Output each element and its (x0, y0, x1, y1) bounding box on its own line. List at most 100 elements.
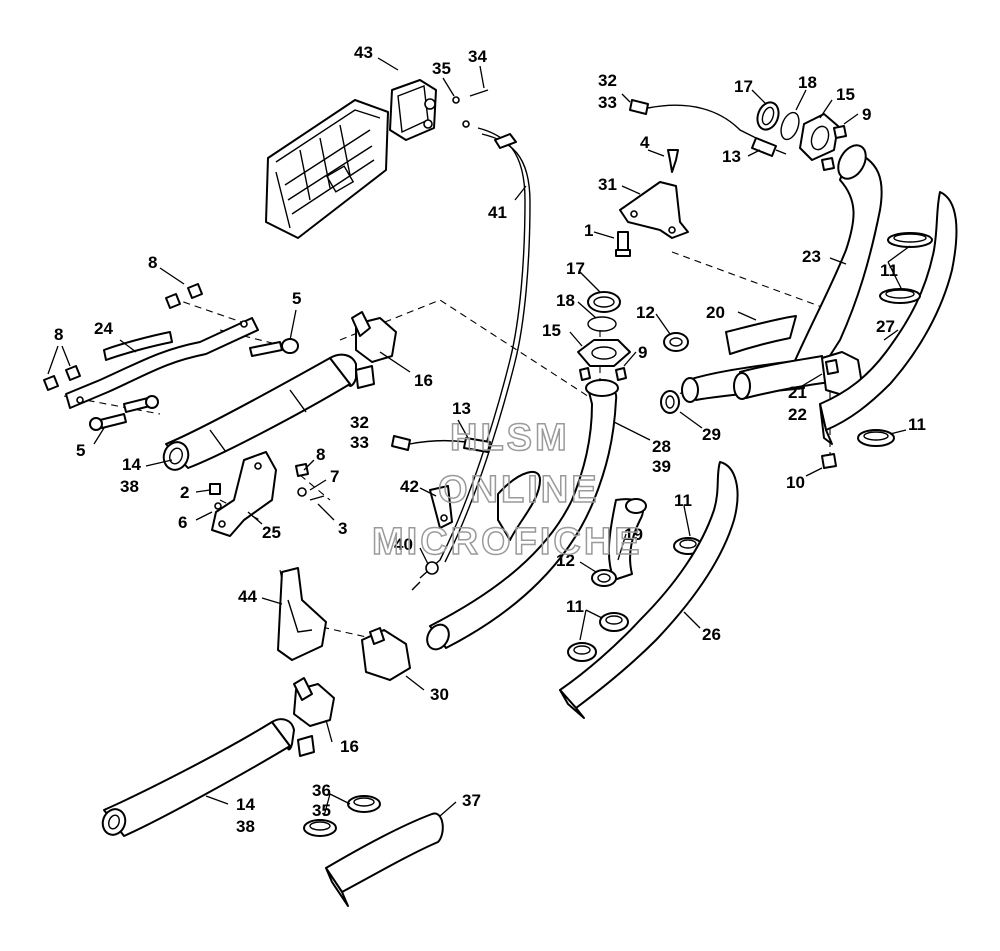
callout-4: 4 (640, 133, 650, 152)
callout-24: 24 (94, 319, 113, 338)
muffler-clamp-16-lower (293, 677, 335, 757)
clip-42 (429, 485, 453, 529)
callout-21: 21 (788, 383, 807, 402)
callout-29: 29 (702, 425, 721, 444)
o2-sensor-rear (629, 99, 787, 157)
callout-42: 42 (400, 477, 419, 496)
callout-18-middle: 18 (556, 291, 575, 310)
heat-shield-26 (559, 461, 739, 719)
callout-41: 41 (488, 203, 507, 222)
watermark: HLSM ONLINE MICROFICHE (371, 416, 643, 564)
muffler-clamp-16-upper (351, 311, 397, 389)
callout-17-middle: 17 (566, 259, 585, 278)
clamp-30 (361, 627, 411, 681)
callout-11-lower: 11 (566, 597, 584, 616)
callout-14-lower: 14 (236, 795, 255, 814)
callout-23: 23 (802, 247, 821, 266)
header-pipe-rear (426, 379, 619, 651)
callout-33-front: 33 (350, 433, 369, 452)
callout-33: 33 (598, 93, 617, 112)
callout-5: 5 (292, 289, 301, 308)
gasket-set-middle (577, 291, 631, 381)
gasket-29 (660, 390, 680, 414)
bracket-24 (65, 317, 259, 409)
clamps-36 (303, 795, 381, 837)
callout-35: 35 (432, 59, 451, 78)
callout-32-front: 32 (350, 413, 369, 432)
callout-27: 27 (876, 317, 895, 336)
hose-clamp-11-right (821, 429, 895, 469)
sensor-cable (411, 127, 531, 591)
callout-6: 6 (178, 513, 187, 532)
callout-9: 9 (862, 105, 871, 124)
heat-shield-20 (725, 315, 797, 355)
watermark-line-3: MICROFICHE (372, 521, 643, 563)
callout-17: 17 (734, 77, 753, 96)
callout-7: 7 (330, 467, 339, 486)
callout-38-lower: 38 (236, 817, 255, 836)
bracket-25 (209, 451, 325, 537)
callout-25: 25 (262, 523, 281, 542)
ecm-bracket (389, 79, 437, 141)
muffler-upper (162, 353, 357, 471)
callout-12: 12 (636, 303, 655, 322)
callout-8-left: 8 (54, 325, 63, 344)
callout-18: 18 (798, 73, 817, 92)
callout-11-right: 11 (908, 415, 926, 434)
callout-31: 31 (598, 175, 617, 194)
callout-38: 38 (120, 477, 139, 496)
callout-labels: 43 35 34 41 32 33 17 18 15 9 4 13 31 1 2… (54, 43, 926, 836)
callout-8: 8 (148, 253, 157, 272)
callout-19: 19 (624, 525, 643, 544)
heat-shield-27 (819, 191, 958, 445)
callout-39: 39 (652, 457, 671, 476)
hose-clamp-11-upper (879, 232, 933, 304)
callout-13: 13 (722, 147, 741, 166)
callout-32: 32 (598, 71, 617, 90)
callout-3: 3 (338, 519, 347, 538)
callout-2: 2 (180, 483, 189, 502)
callout-10: 10 (786, 473, 805, 492)
callout-35-lower: 35 (312, 801, 331, 820)
callout-1: 1 (584, 221, 593, 240)
callout-12-lower: 12 (556, 551, 575, 570)
callout-14: 14 (122, 455, 141, 474)
gasket-set-upper (756, 101, 847, 171)
ecm-module (265, 99, 389, 239)
watermark-line-1: HLSM (450, 417, 570, 459)
o2-sensor-front (391, 435, 491, 453)
header-pipe-front (681, 144, 883, 403)
callout-22: 22 (788, 405, 807, 424)
callout-30: 30 (430, 685, 449, 704)
clamps-11-lower (567, 537, 703, 662)
callout-43: 43 (354, 43, 373, 62)
bracket-31 (615, 149, 689, 257)
callout-40: 40 (394, 535, 413, 554)
callout-15: 15 (836, 85, 855, 104)
callout-5-lower: 5 (76, 441, 85, 460)
muffler-lower (101, 718, 295, 837)
hardware-34-35 (452, 89, 489, 128)
leader-lines (47, 57, 911, 817)
clamp-12-lower (591, 569, 617, 587)
callout-44: 44 (238, 587, 257, 606)
callout-11: 11 (880, 261, 898, 280)
watermark-line-2: ONLINE (438, 469, 600, 511)
callout-9-middle: 9 (638, 343, 647, 362)
callout-37: 37 (462, 791, 481, 810)
bolts-5-lower (89, 395, 159, 431)
callout-8-bracket: 8 (316, 445, 325, 464)
nuts-8 (43, 283, 203, 391)
callout-16: 16 (414, 371, 433, 390)
bracket-44 (277, 567, 327, 661)
callout-13-front: 13 (452, 399, 471, 418)
callout-16-lower: 16 (340, 737, 359, 756)
callout-20: 20 (706, 303, 725, 322)
callout-36: 36 (312, 781, 331, 800)
heat-shield-37 (325, 812, 444, 907)
callout-34: 34 (468, 47, 487, 66)
callout-15-middle: 15 (542, 321, 561, 340)
bolts-5-upper (249, 338, 299, 357)
